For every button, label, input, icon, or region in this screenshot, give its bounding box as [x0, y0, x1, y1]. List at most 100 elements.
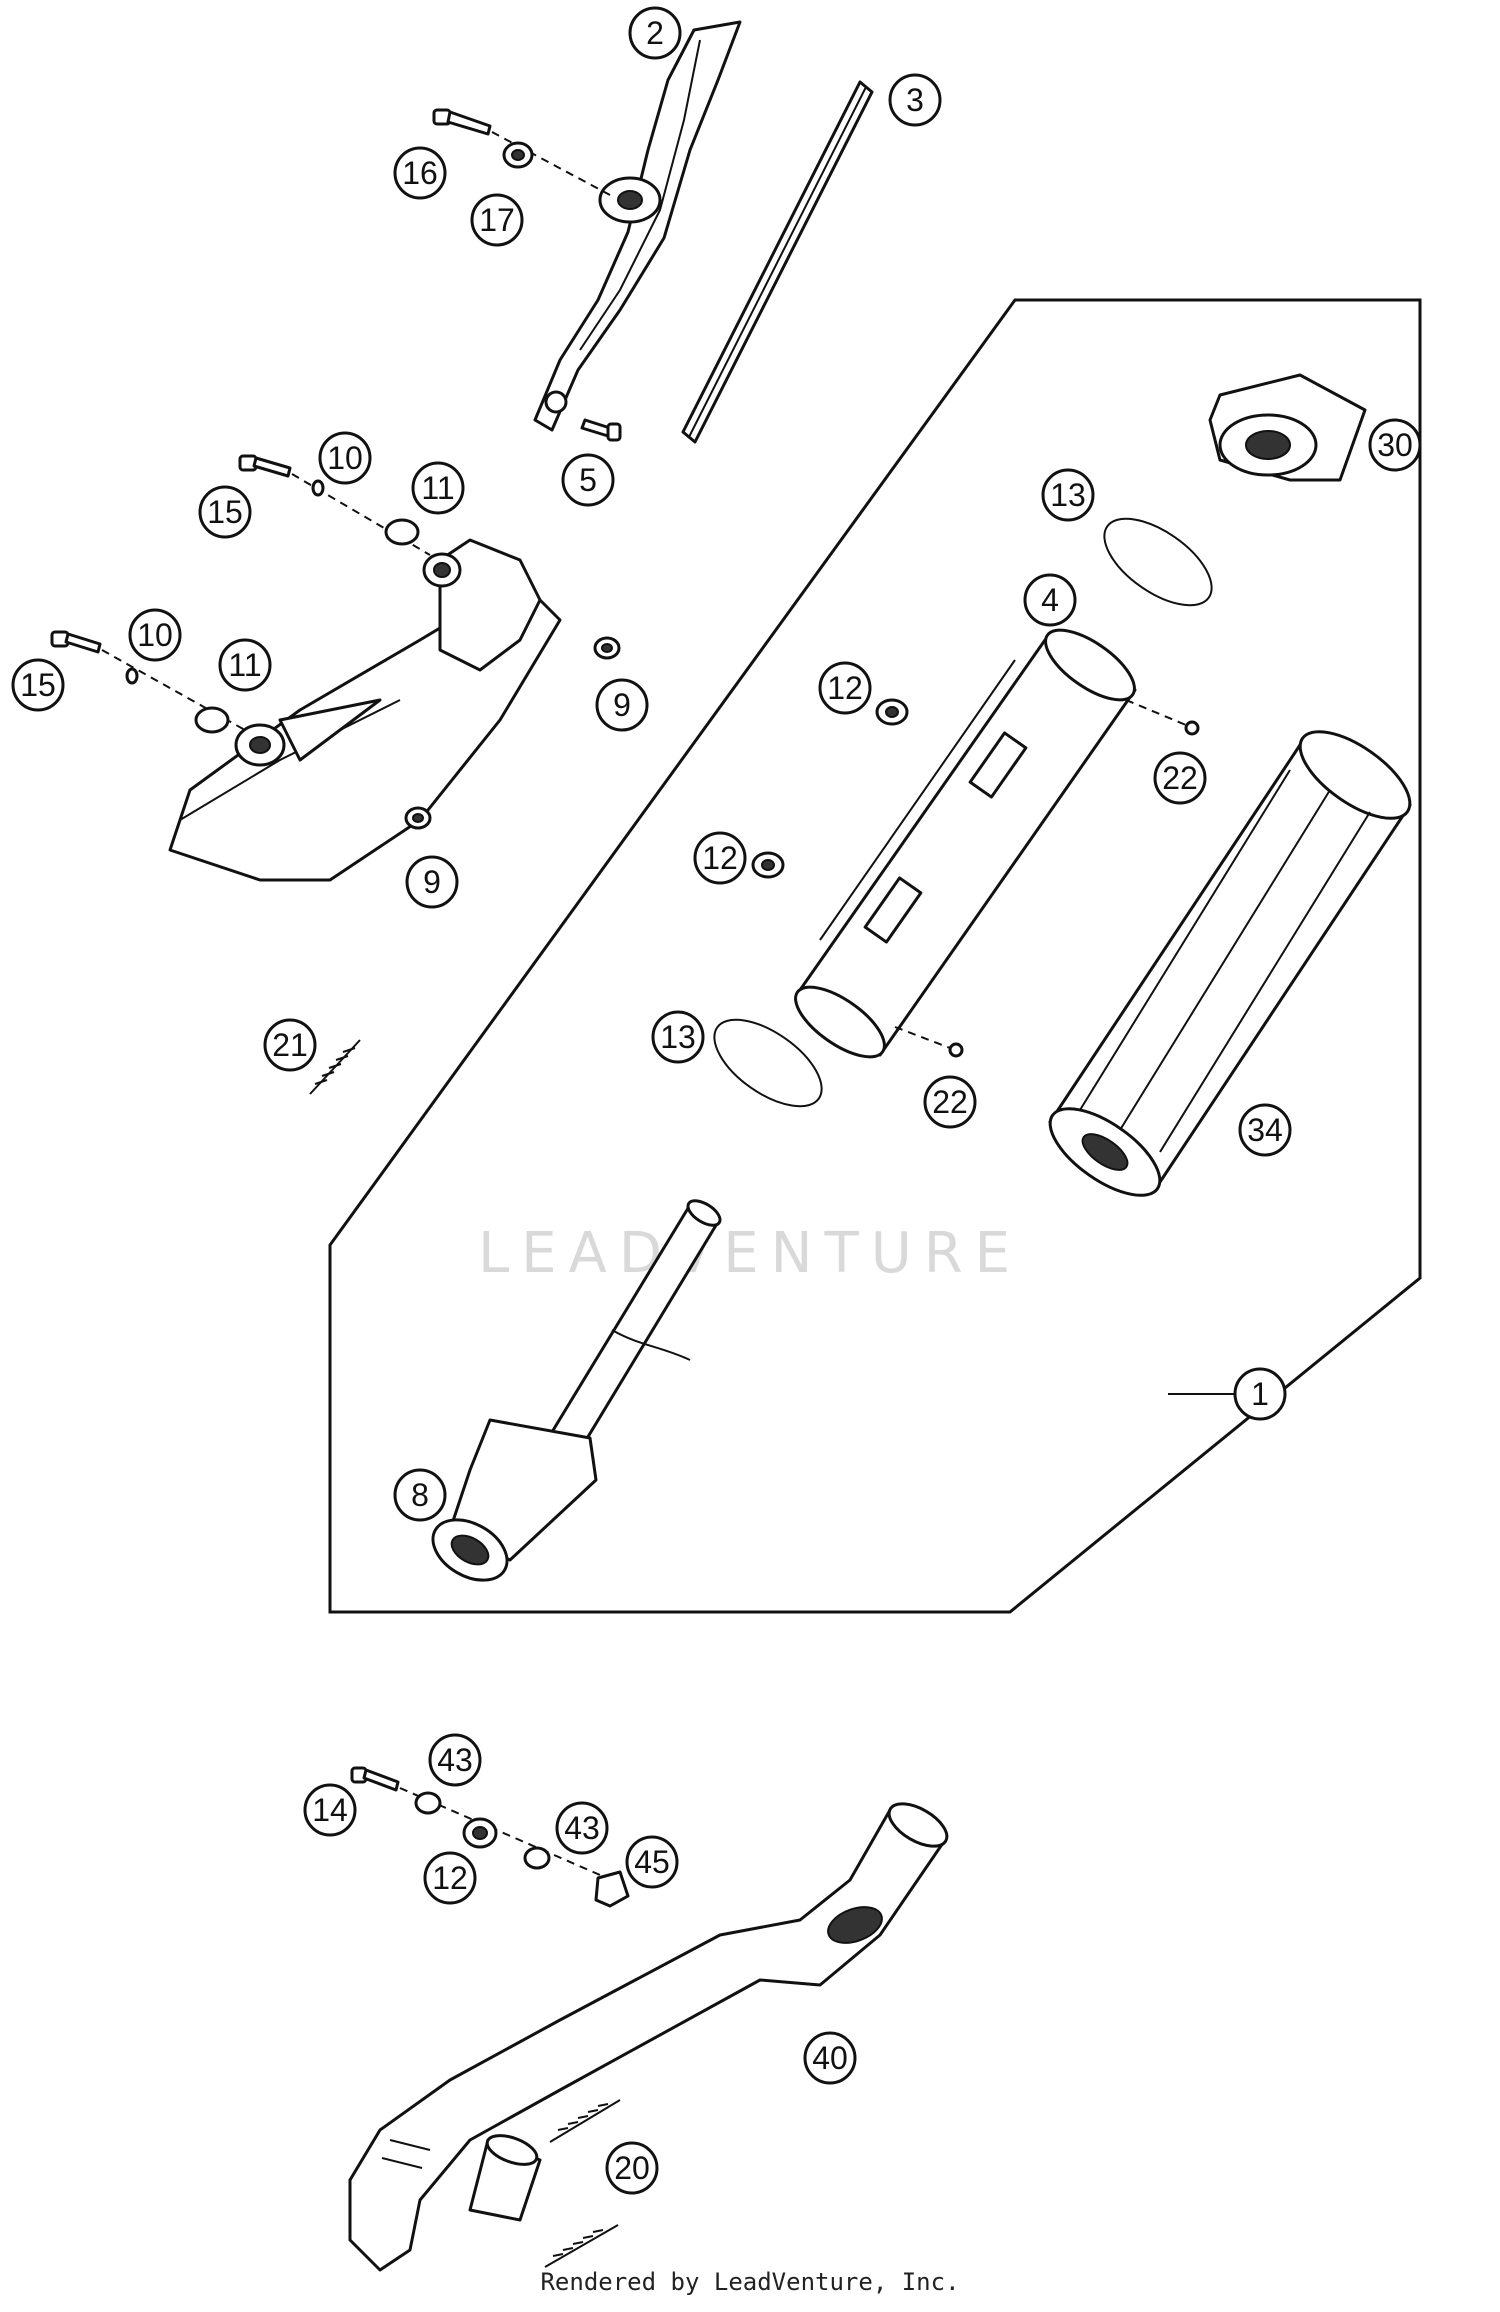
rubber-11-upper [384, 518, 420, 546]
washer-10-lower [125, 667, 139, 685]
svg-text:2: 2 [646, 15, 664, 51]
svg-text:13: 13 [660, 1019, 696, 1055]
callout-3: 3 [888, 73, 942, 127]
grommet-12-upper [875, 698, 909, 726]
svg-text:3: 3 [906, 82, 924, 118]
washer-10-upper [311, 479, 325, 497]
svg-text:4: 4 [1041, 582, 1059, 618]
screw-16 [432, 108, 492, 136]
svg-text:22: 22 [1162, 760, 1198, 796]
footer-credit: Rendered by LeadVenture, Inc. [540, 2268, 960, 2296]
svg-text:12: 12 [432, 1860, 468, 1896]
callout-30: 30 [1368, 418, 1422, 472]
washer-43-lower [523, 1846, 551, 1870]
bolt-14 [350, 1766, 400, 1792]
svg-text:12: 12 [702, 840, 738, 876]
svg-text:17: 17 [479, 202, 515, 238]
muffler-clamp-assembly [168, 538, 562, 882]
svg-text:16: 16 [402, 155, 438, 191]
callout-5: 5 [561, 453, 615, 507]
svg-text:9: 9 [423, 864, 441, 900]
callout-1: 1 [1233, 1367, 1287, 1421]
assembly-boundary [328, 298, 1422, 1614]
spring-20-lower [544, 2224, 619, 2268]
callout-43-upper: 43 [428, 1733, 482, 1787]
callout-43-lower: 43 [555, 1801, 609, 1855]
callout-8: 8 [393, 1468, 447, 1522]
callout-12-lower: 12 [423, 1851, 477, 1905]
callout-10-lower: 10 [128, 608, 182, 662]
washer-43-upper [414, 1791, 442, 1815]
muffler-body-4 [794, 628, 1137, 1059]
svg-text:10: 10 [327, 440, 363, 476]
gasket-13-upper [1103, 517, 1213, 607]
svg-text:43: 43 [564, 1810, 600, 1846]
inner-tube-8 [431, 1199, 722, 1582]
svg-text:43: 43 [437, 1742, 473, 1778]
spring-20-upper [549, 2099, 621, 2143]
callout-22-lower: 22 [923, 1075, 977, 1129]
callout-10-upper: 10 [318, 431, 372, 485]
svg-text:5: 5 [579, 462, 597, 498]
svg-text:15: 15 [20, 667, 56, 703]
watermark-text: LEADVENTURE [478, 1221, 1022, 1286]
callout-21: 21 [263, 1018, 317, 1072]
washer-9-left [404, 806, 432, 830]
svg-text:12: 12 [827, 670, 863, 706]
svg-text:21: 21 [272, 1027, 308, 1063]
end-cap-30 [1208, 373, 1367, 482]
callout-17: 17 [470, 193, 524, 247]
callout-11-lower: 11 [218, 638, 272, 692]
rivet-22-upper [1184, 720, 1200, 736]
spring-21 [309, 1039, 361, 1095]
callout-9-left: 9 [405, 855, 459, 909]
gasket-13-lower [713, 1018, 823, 1108]
svg-text:9: 9 [613, 687, 631, 723]
svg-text:40: 40 [812, 2040, 848, 2076]
header-pipe-40 [348, 1802, 949, 2272]
callout-16: 16 [393, 146, 447, 200]
svg-text:15: 15 [207, 494, 243, 530]
nut-45 [594, 1870, 630, 1908]
svg-text:34: 34 [1247, 1112, 1283, 1148]
callout-12-upper: 12 [818, 661, 872, 715]
grommet-12-lower [462, 1817, 498, 1849]
svg-text:14: 14 [312, 1792, 348, 1828]
washer-9-right [593, 636, 621, 660]
svg-text:30: 30 [1377, 427, 1413, 463]
rivet-22-lower [948, 1042, 964, 1058]
svg-text:1: 1 [1251, 1376, 1269, 1412]
svg-text:11: 11 [228, 647, 261, 683]
outer-sleeve-34 [1048, 730, 1412, 1197]
callout-2: 2 [628, 6, 682, 60]
callout-13-lower: 13 [651, 1010, 705, 1064]
svg-text:45: 45 [634, 1844, 670, 1880]
callout-15-lower: 15 [11, 658, 65, 712]
callout-9-right: 9 [595, 678, 649, 732]
callout-20: 20 [605, 2141, 659, 2195]
callout-4: 4 [1023, 573, 1077, 627]
svg-text:8: 8 [411, 1477, 429, 1513]
callout-45: 45 [625, 1835, 679, 1889]
callout-15-upper: 15 [198, 485, 252, 539]
callout-22-upper: 22 [1153, 751, 1207, 805]
callout-13-upper: 13 [1041, 468, 1095, 522]
callout-12-middle: 12 [693, 831, 747, 885]
callout-34: 34 [1238, 1103, 1292, 1157]
callout-40: 40 [803, 2031, 857, 2085]
bolt-15-upper [238, 454, 292, 478]
callout-14: 14 [303, 1783, 357, 1837]
svg-text:20: 20 [614, 2150, 650, 2186]
screw-5 [580, 418, 622, 442]
rubber-11-lower [194, 706, 230, 734]
grommet-12-middle [751, 851, 785, 879]
svg-text:11: 11 [421, 470, 454, 506]
washer-17 [502, 141, 534, 169]
bolt-15-lower [50, 630, 102, 654]
svg-text:10: 10 [137, 617, 173, 653]
callout-11-upper: 11 [411, 461, 465, 515]
heat-shield-bracket [533, 20, 742, 432]
svg-text:22: 22 [932, 1084, 968, 1120]
svg-text:13: 13 [1050, 477, 1086, 513]
